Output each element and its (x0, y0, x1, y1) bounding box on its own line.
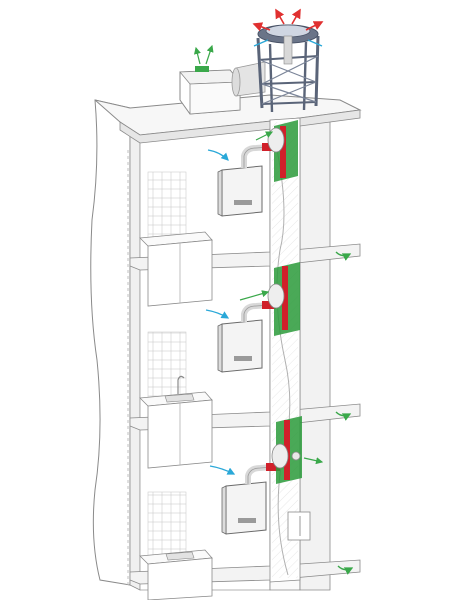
faucet-icon (177, 375, 185, 394)
kitchen-sink (165, 551, 195, 561)
electric-box (287, 511, 311, 541)
floor-upper (139, 120, 298, 307)
rooftop-flue-terminal (252, 8, 324, 113)
wall-tiles (147, 491, 187, 559)
kitchen-cabinet (147, 557, 213, 600)
floor-lower (139, 416, 324, 600)
wall-boiler-middle (217, 319, 263, 373)
roof-ventilation-box (179, 44, 266, 115)
wall-boiler-upper (217, 165, 263, 217)
vent-grille-icon (195, 66, 209, 72)
kitchen-sink (164, 393, 195, 403)
floor-middle (139, 262, 300, 469)
wall-tiles (147, 331, 187, 405)
airflow-arrows (335, 251, 354, 575)
wall-boiler-lower (221, 481, 267, 535)
wall-tiles (147, 171, 187, 245)
